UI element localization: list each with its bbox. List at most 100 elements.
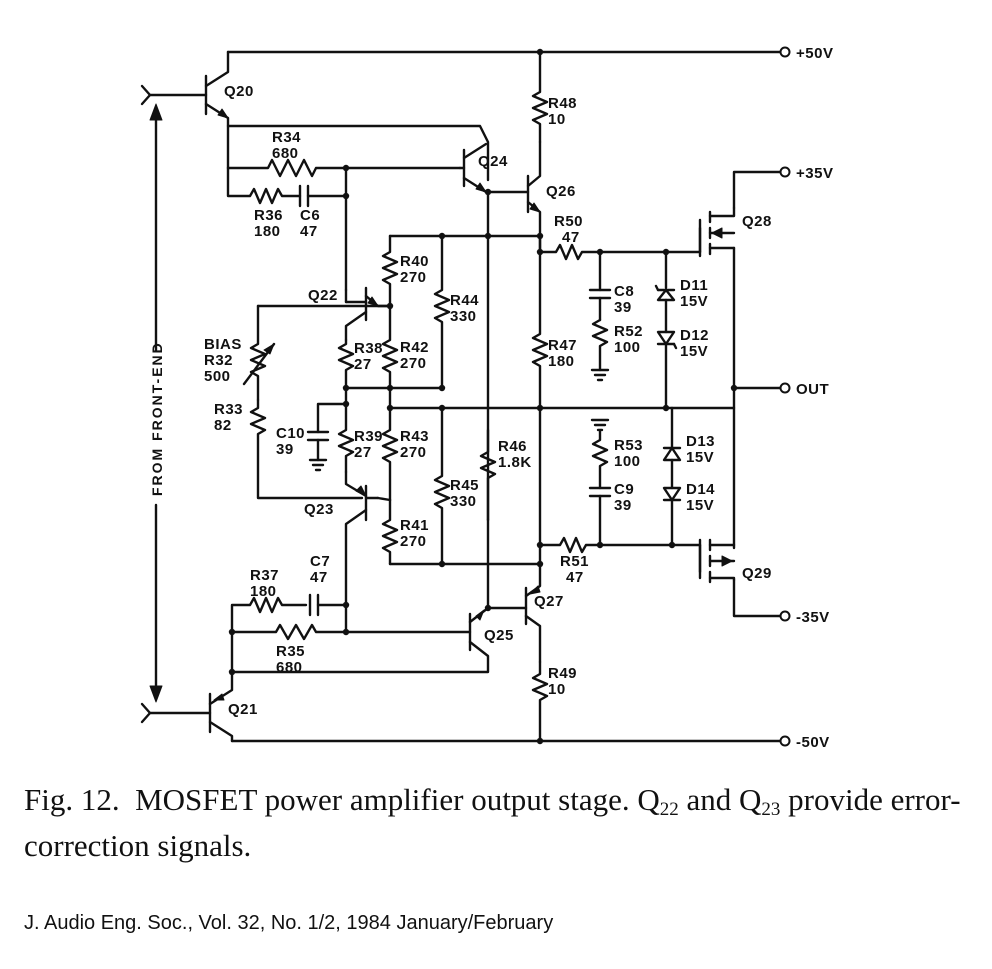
svg-text:R49: R49 [548, 665, 577, 682]
resistor-r41: R41 270 [381, 498, 429, 566]
svg-text:500: 500 [204, 368, 231, 385]
svg-text:C8: C8 [614, 283, 634, 300]
svg-text:27: 27 [354, 356, 372, 373]
svg-text:R44: R44 [450, 292, 479, 309]
rail-plus-35v: +35V [732, 165, 833, 210]
svg-text:10: 10 [548, 681, 566, 698]
svg-text:C6: C6 [300, 207, 320, 224]
q24-label: Q24 [478, 153, 508, 170]
resistor-r47: R47 180 [531, 234, 577, 566]
svg-text:R32: R32 [204, 352, 233, 369]
svg-text:R34: R34 [272, 129, 301, 146]
svg-text:680: 680 [272, 145, 299, 162]
rail-minus-35v-label: -35V [796, 609, 830, 626]
capacitor-c7: C7 47 [308, 553, 348, 617]
svg-text:R35: R35 [276, 643, 305, 660]
mosfet-q28: Q28 [698, 206, 771, 258]
svg-text:15V: 15V [686, 449, 714, 466]
svg-text:R48: R48 [548, 95, 577, 112]
svg-text:270: 270 [400, 444, 427, 461]
rail-minus-50v-label: -50V [796, 734, 830, 751]
q25-label: Q25 [484, 627, 514, 644]
rail-plus-50v-label: +50V [796, 45, 833, 62]
resistor-r37: R37 180 [230, 567, 308, 634]
svg-text:330: 330 [450, 308, 477, 325]
capacitor-c6: C6 47 [298, 184, 348, 240]
transistor-q25: Q25 [230, 606, 528, 674]
svg-text:R50: R50 [554, 213, 583, 230]
svg-text:1.8K: 1.8K [498, 454, 532, 471]
rail-plus-50v: +50V [226, 45, 833, 62]
caption-sub-a: 22 [659, 799, 679, 820]
front-end-label: FROM FRONT-END [149, 341, 165, 496]
q21-label: Q21 [228, 701, 258, 718]
resistor-r53: R53 100 [590, 418, 643, 490]
svg-text:R38: R38 [354, 340, 383, 357]
svg-text:270: 270 [400, 269, 427, 286]
caption-label: Fig. 12. [24, 782, 120, 817]
rail-minus-35v: -35V [732, 578, 830, 626]
resistor-r40: R40 270 [381, 234, 429, 308]
caption-text-c: provide error-correction signals. [24, 782, 961, 863]
figure-caption: Fig. 12. MOSFET power amplifier output s… [24, 782, 974, 864]
transistor-q26: Q26 [526, 140, 576, 238]
svg-text:R37: R37 [250, 567, 279, 584]
svg-text:C7: C7 [310, 553, 330, 570]
rail-plus-35v-label: +35V [796, 165, 833, 182]
caption-sub-b: 23 [761, 799, 781, 820]
svg-text:39: 39 [276, 441, 294, 458]
q27-label: Q27 [534, 593, 564, 610]
resistor-r44: R44 330 [433, 234, 479, 390]
svg-text:100: 100 [614, 339, 641, 356]
svg-text:R47: R47 [548, 337, 577, 354]
svg-text:R53: R53 [614, 437, 643, 454]
svg-text:R36: R36 [254, 207, 283, 224]
svg-text:27: 27 [354, 444, 372, 461]
svg-text:R33: R33 [214, 401, 243, 418]
svg-text:15V: 15V [686, 497, 714, 514]
caption-text-b: and Q [678, 782, 762, 817]
resistor-r46: R46 1.8K [479, 428, 532, 522]
resistor-r32-bias: BIAS R32 500 [204, 304, 276, 402]
capacitor-c10: C10 39 [276, 402, 348, 472]
svg-text:47: 47 [562, 229, 580, 246]
q29-label: Q29 [742, 565, 772, 582]
svg-text:47: 47 [300, 223, 318, 240]
svg-text:15V: 15V [680, 343, 708, 360]
svg-text:39: 39 [614, 299, 632, 316]
q20-label: Q20 [224, 83, 254, 100]
transistor-q23: Q23 [304, 470, 392, 634]
resistor-r51: R51 47 [538, 536, 702, 586]
svg-text:R42: R42 [400, 339, 429, 356]
schematic-diagram: +50V -50V +35V -35V OUT FROM FRONT-END Q… [140, 45, 833, 751]
svg-text:680: 680 [276, 659, 303, 676]
q26-label: Q26 [546, 183, 576, 200]
wire-q20-q24 [226, 124, 490, 182]
svg-text:47: 47 [310, 569, 328, 586]
svg-text:330: 330 [450, 493, 477, 510]
svg-text:D13: D13 [686, 433, 715, 450]
svg-text:R52: R52 [614, 323, 643, 340]
svg-text:D14: D14 [686, 481, 715, 498]
svg-text:100: 100 [614, 453, 641, 470]
transistor-q22: Q22 [308, 286, 392, 342]
svg-text:C10: C10 [276, 425, 305, 442]
diode-d11: D11 15V [654, 250, 708, 334]
svg-text:D11: D11 [680, 277, 708, 294]
mosfet-q29: Q29 [698, 538, 772, 584]
capacitor-c9: C9 39 [588, 481, 634, 547]
front-end-arrow: FROM FRONT-END [149, 103, 165, 703]
transistor-q20: Q20 [140, 50, 254, 170]
transistor-q24: Q24 [458, 142, 530, 194]
resistor-r36: R36 180 [226, 166, 302, 240]
resistor-r42: R42 270 [381, 304, 429, 390]
svg-text:R41: R41 [400, 517, 429, 534]
svg-text:15V: 15V [680, 293, 708, 310]
q23-label: Q23 [304, 501, 334, 518]
diode-d13: D13 15V [662, 406, 715, 490]
svg-text:R45: R45 [450, 477, 479, 494]
svg-text:47: 47 [566, 569, 584, 586]
output-terminal: OUT [732, 381, 829, 398]
svg-text:R39: R39 [354, 428, 383, 445]
svg-text:R46: R46 [498, 438, 527, 455]
